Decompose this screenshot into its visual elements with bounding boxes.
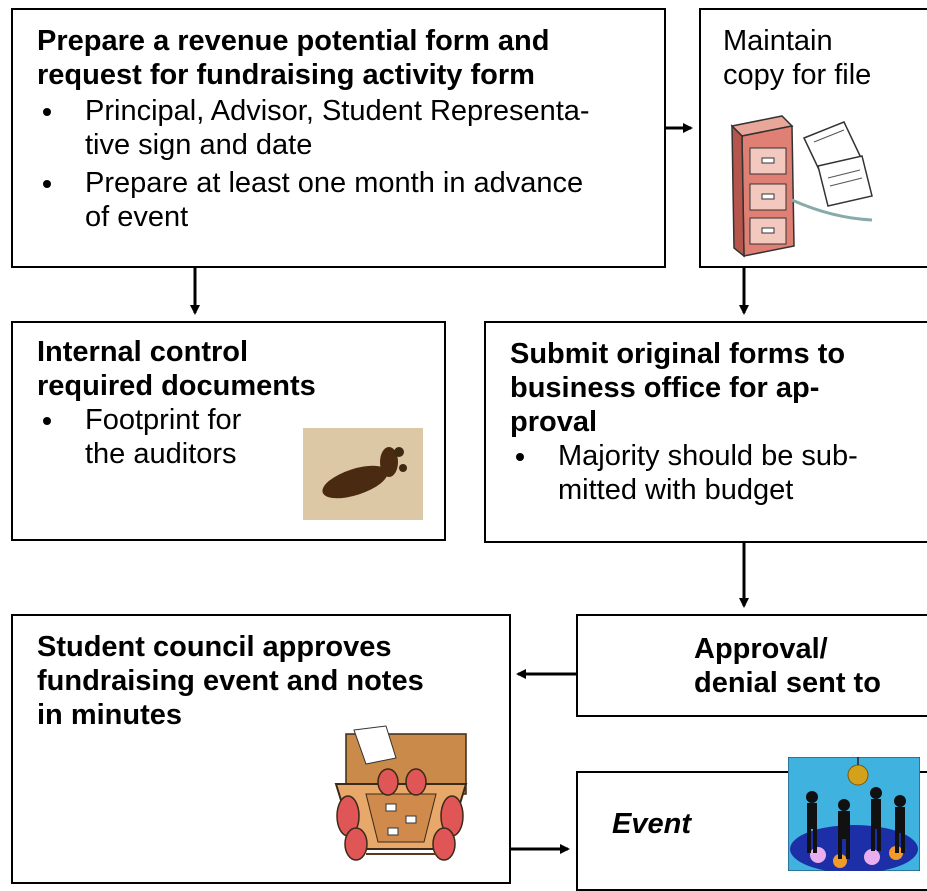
approval-line1: Approval/ [694, 633, 828, 665]
event-label: Event [612, 808, 691, 840]
flow-arrows [190, 123, 749, 854]
submit-bullet-line1: Majority should be sub- [558, 440, 858, 472]
submit-bullet: Majority should be sub- mitted with budg… [510, 439, 927, 507]
prepare-forms-box: Prepare a revenue potential form and req… [11, 8, 666, 268]
prepare-title-line1: Prepare a revenue potential form and [37, 25, 550, 57]
council-title-line1: Student council approves [37, 631, 392, 663]
prepare-bullet-1: Principal, Advisor, Student Representa- … [37, 94, 664, 162]
submit-forms-box: Submit original forms to business office… [484, 321, 927, 543]
prepare-bullet-2: Prepare at least one month in advance of… [37, 166, 664, 234]
internal-bullet-line2: the auditors [85, 438, 237, 470]
submit-bullet-line2: mitted with budget [558, 474, 794, 506]
maintain-line2: copy for file [723, 59, 872, 91]
submit-title-line2: business office for ap- [510, 372, 820, 404]
prepare-bullet-2-line1: Prepare at least one month in advance [85, 167, 584, 199]
fundraising-flowchart: { "boxes": { "prepare": { "title_line1":… [11, 8, 927, 891]
internal-title-line1: Internal control [37, 336, 249, 368]
footprint-icon [303, 428, 423, 520]
council-title-line2: fundraising event and notes [37, 665, 424, 697]
approval-line2: denial sent to [694, 667, 881, 699]
approval-denial-box: Approval/ denial sent to [576, 614, 927, 717]
internal-bullet: Footprint for the auditors [37, 403, 444, 471]
dancers-icon [788, 757, 920, 871]
internal-title-line2: required documents [37, 370, 316, 402]
prepare-title-line2: request for fundraising activity form [37, 59, 535, 91]
submit-title-line3: proval [510, 406, 598, 438]
maintain-line1: Maintain [723, 25, 833, 57]
internal-bullet-line1: Footprint for [85, 404, 242, 436]
prepare-bullet-1-line2: tive sign and date [85, 129, 313, 161]
prepare-bullet-1-line1: Principal, Advisor, Student Representa- [85, 95, 590, 127]
filing-cabinet-icon [730, 115, 873, 258]
prepare-bullet-2-line2: of event [85, 201, 189, 233]
meeting-table-icon [334, 725, 468, 861]
submit-title-line1: Submit original forms to [510, 338, 846, 370]
council-title-line3: in minutes [37, 699, 183, 731]
